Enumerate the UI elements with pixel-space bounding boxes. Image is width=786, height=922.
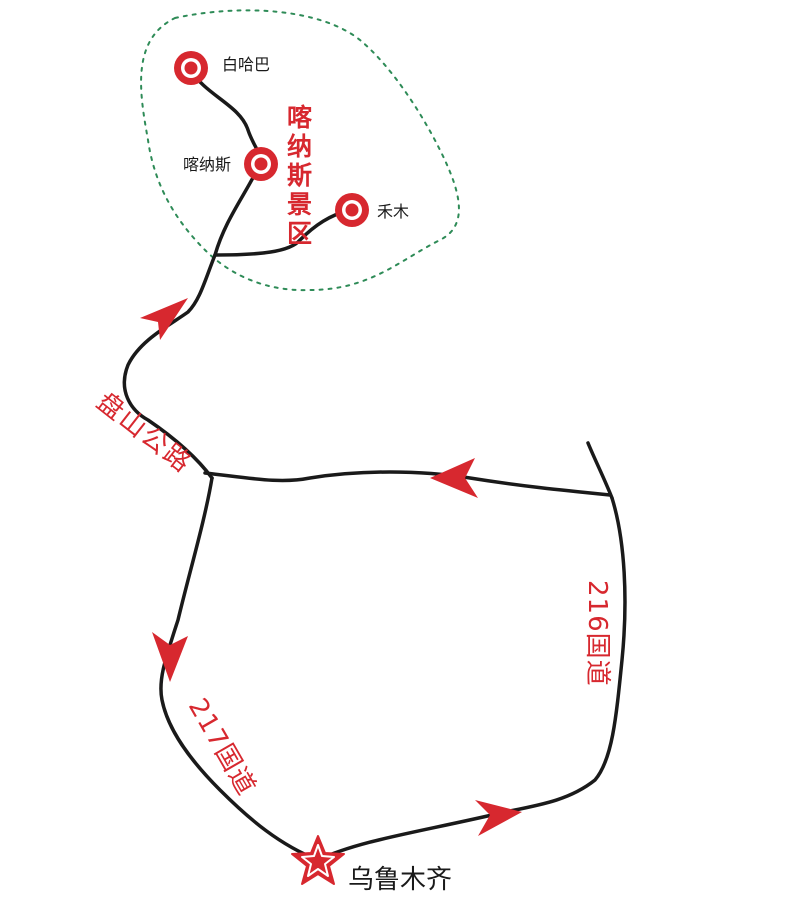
- arrow-217-down: [152, 632, 188, 682]
- label-mountain-road: 盘山公路: [91, 387, 198, 480]
- road-216-stub: [586, 441, 614, 500]
- marker-baihaba[interactable]: [174, 51, 208, 85]
- label-g217: 217国道: [182, 694, 261, 801]
- road-upper-horizontal: [203, 470, 612, 497]
- road-network: [122, 68, 627, 862]
- road-baihaba-kanas: [189, 68, 264, 162]
- star-icon[interactable]: [291, 835, 345, 885]
- marker-hemu[interactable]: [335, 193, 369, 227]
- label-g216: 216国道: [582, 580, 612, 687]
- label-hemu: 禾木: [377, 202, 409, 221]
- road-urumqi-216: [316, 810, 507, 862]
- label-baihaba: 白哈巴: [222, 55, 270, 74]
- label-kanas: 喀纳斯: [183, 155, 231, 174]
- road-mountain: [122, 253, 217, 480]
- arrow-bottom-right: [475, 800, 522, 836]
- scenic-area-label: 喀纳斯景区: [284, 103, 313, 249]
- road-junction-hemu: [213, 208, 352, 257]
- arrow-horizontal-left: [430, 458, 478, 498]
- label-urumqi: 乌鲁木齐: [348, 865, 452, 895]
- road-216: [503, 496, 627, 814]
- marker-kanas[interactable]: [244, 147, 278, 181]
- direction-arrows: [140, 298, 522, 836]
- scenic-area-boundary: [140, 9, 460, 292]
- arrow-mountain-up: [140, 298, 188, 340]
- road-217: [159, 476, 320, 862]
- road-kanas-junction: [213, 166, 260, 257]
